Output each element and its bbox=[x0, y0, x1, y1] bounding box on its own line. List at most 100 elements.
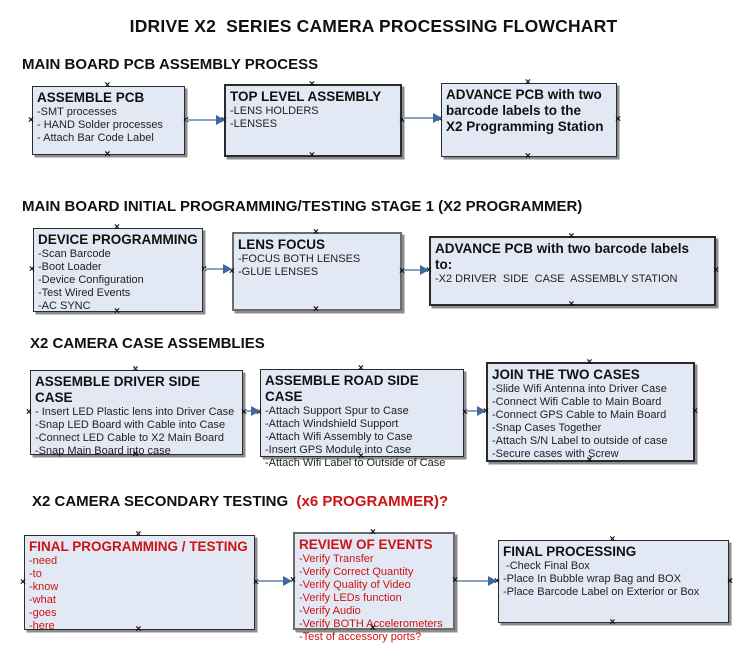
box-title: REVIEW OF EVENTS bbox=[299, 537, 433, 552]
box-title: ASSEMBLE PCB bbox=[37, 90, 145, 105]
box-items: -need-to-know-what-goes-here bbox=[29, 555, 250, 633]
box-item-line: -SMT processes bbox=[37, 106, 117, 118]
flow-box-lens-focus: LENS FOCUS -FOCUS BOTH LENSES-GLUE LENSE… bbox=[229, 228, 405, 315]
box-item-line: -Verify Audio bbox=[299, 605, 361, 617]
box-item-line: -Snap Main Board into case bbox=[35, 445, 171, 457]
box-item-line: - Insert LED Plastic lens into Driver Ca… bbox=[35, 406, 235, 418]
box-item-line: -Test of accessory ports? bbox=[299, 631, 422, 643]
flow-arrow bbox=[403, 113, 442, 123]
box-title: ADVANCE PCB with two barcode labels to t… bbox=[446, 87, 604, 134]
connection-handle-icon: × bbox=[253, 576, 259, 588]
box-items: -Check Final Box-Place In Bubble wrap Ba… bbox=[503, 560, 724, 599]
box-items: - Insert LED Plastic lens into Driver Ca… bbox=[35, 406, 238, 458]
section-header-case-assemblies: X2 CAMERA CASE ASSEMBLIES bbox=[30, 335, 265, 352]
box-item-line: -Test Wired Events bbox=[38, 287, 131, 299]
box-item-line: -Device Configuration bbox=[38, 274, 144, 286]
connection-handle-icon: × bbox=[309, 150, 315, 161]
connection-handle-icon: × bbox=[609, 617, 616, 628]
box-item-line: -know bbox=[29, 581, 59, 593]
box-item-line: -GLUE LENSES bbox=[238, 266, 319, 278]
box-item-line: -to bbox=[29, 568, 42, 580]
section-header-text: MAIN BOARD PCB ASSEMBLY PROCESS bbox=[22, 56, 319, 73]
box-item-line: -Verify Quality of Video bbox=[299, 579, 411, 591]
flow-box-top-level-assembly: TOP LEVEL ASSEMBLY -LENS HOLDERS-LENSES … bbox=[221, 80, 405, 161]
box-items: -Scan Barcode-Boot Loader-Device Configu… bbox=[38, 248, 198, 313]
flow-box-assemble-road-side-case: ASSEMBLE ROAD SIDE CASE -Attach Support … bbox=[256, 364, 468, 470]
flow-arrow bbox=[186, 115, 225, 125]
box-item-line: -Place In Bubble wrap Bag and BOX bbox=[503, 573, 681, 585]
box-item-line: -Verify Correct Quantity bbox=[299, 566, 414, 578]
section-header-text: X2 CAMERA SECONDARY TESTING bbox=[32, 493, 297, 510]
box-item-line: -X2 DRIVER SIDE CASE ASSEMBLY STATION bbox=[435, 273, 678, 285]
flow-arrow bbox=[245, 406, 260, 416]
box-item-line: -Check Final Box bbox=[503, 560, 590, 572]
box-item-line: -Boot Loader bbox=[38, 261, 102, 273]
box-items: -Verify Transfer-Verify Correct Quantity… bbox=[299, 553, 449, 644]
box-item-line: -Attach Wifi Assembly to Case bbox=[265, 431, 413, 443]
box-items: -Slide Wifi Antenna into Driver Case -Con… bbox=[492, 383, 689, 461]
box-item-line: -Attach S/N Label to outside of case bbox=[492, 435, 668, 447]
flow-box-advance-pcb-programming-station: ADVANCE PCB with two barcode labels to t… bbox=[437, 78, 621, 162]
section-header-text: MAIN BOARD INITIAL PROGRAMMING/TESTING S… bbox=[22, 198, 583, 215]
section-header-text: X2 CAMERA CASE ASSEMBLIES bbox=[30, 335, 265, 352]
flow-arrow bbox=[204, 264, 232, 274]
connection-handle-icon: × bbox=[201, 265, 207, 275]
box-item-line: -FOCUS BOTH LENSES bbox=[238, 253, 361, 265]
flow-arrow bbox=[404, 265, 429, 275]
box-item-line: -AC SYNC bbox=[38, 300, 91, 312]
connection-handle-icon: × bbox=[692, 406, 698, 417]
box-item-line: -Scan Barcode bbox=[38, 248, 111, 260]
box-title: JOIN THE TWO CASES bbox=[492, 367, 640, 382]
box-item-line: -Slide Wifi Antenna into Driver Case bbox=[492, 383, 667, 395]
box-title: FINAL PROCESSING bbox=[503, 544, 637, 559]
box-title: LENS FOCUS bbox=[238, 237, 326, 252]
box-item-line: -need bbox=[29, 555, 58, 567]
connection-handle-icon: × bbox=[26, 406, 32, 418]
connection-handle-icon: × bbox=[28, 114, 34, 126]
box-item-line: -Secure cases with Screw bbox=[492, 448, 619, 460]
connection-handle-icon: × bbox=[727, 575, 733, 587]
box-item-line: -Attach Support Spur to Case bbox=[265, 405, 409, 417]
box-item-line: -LENS HOLDERS bbox=[230, 105, 319, 117]
flow-box-device-programming: DEVICE PROGRAMMING -Scan Barcode-Boot Lo… bbox=[29, 223, 207, 317]
connection-handle-icon: × bbox=[104, 149, 111, 160]
box-item-line: -Verify Transfer bbox=[299, 553, 374, 565]
flow-arrow bbox=[257, 576, 292, 586]
box-item-line: -Snap LED Board with Cable into Case bbox=[35, 419, 226, 431]
flow-arrow bbox=[466, 406, 486, 416]
box-title: DEVICE PROGRAMMING bbox=[38, 232, 198, 247]
box-item-line: -Connect GPS Cable to Main Board bbox=[492, 409, 667, 421]
connection-handle-icon: × bbox=[713, 265, 719, 276]
flow-box-join-the-two-cases: JOIN THE TWO CASES -Slide Wifi Antenna i… bbox=[483, 358, 698, 466]
connection-handle-icon: × bbox=[20, 576, 26, 588]
box-items: -FOCUS BOTH LENSES-GLUE LENSES bbox=[238, 253, 396, 279]
flow-box-assemble-pcb: ASSEMBLE PCB -SMT processes- HAND Solder… bbox=[28, 81, 189, 160]
flow-box-review-of-events: REVIEW OF EVENTS -Verify Transfer-Verify… bbox=[290, 528, 458, 644]
box-item-line: - Attach Bar Code Label bbox=[37, 132, 154, 144]
section-header-secondary-testing: X2 CAMERA SECONDARY TESTING (x6 PROGRAMM… bbox=[32, 493, 448, 510]
flow-box-advance-pcb-driver-side-station: ADVANCE PCB with two barcode labels to: … bbox=[426, 232, 719, 310]
box-item-line: -Connect LED Cable to X2 Main Board bbox=[35, 432, 224, 444]
box-item-line: -Attach Windshield Support bbox=[265, 418, 399, 430]
flow-box-final-programming-testing: FINAL PROGRAMMING / TESTING -need-to-kno… bbox=[20, 530, 259, 635]
box-items: -Attach Support Spur to Case-Attach Wind… bbox=[265, 405, 459, 470]
box-item-line: -Snap Cases Together bbox=[492, 422, 602, 434]
box-item-line: -what bbox=[29, 594, 56, 606]
flow-box-assemble-driver-side-case: ASSEMBLE DRIVER SIDE CASE - Insert LED P… bbox=[26, 365, 247, 460]
box-item-line: - HAND Solder processes bbox=[37, 119, 163, 131]
connection-handle-icon: × bbox=[29, 264, 35, 275]
connection-handle-icon: × bbox=[525, 151, 531, 162]
connection-handle-icon: × bbox=[399, 265, 405, 277]
flow-arrow bbox=[457, 576, 497, 586]
box-title: ASSEMBLE DRIVER SIDE CASE bbox=[35, 374, 201, 405]
box-items: -LENS HOLDERS-LENSES bbox=[230, 105, 396, 131]
box-title: TOP LEVEL ASSEMBLY bbox=[230, 89, 382, 104]
connection-handle-icon: × bbox=[568, 299, 575, 310]
box-item-line: -here bbox=[29, 620, 55, 632]
box-title: ADVANCE PCB with two barcode labels to: bbox=[435, 241, 690, 272]
connection-handle-icon: × bbox=[241, 406, 247, 418]
box-item-line: -Attach Wifi Label to Outside of Case bbox=[265, 457, 446, 469]
section-header-red-text: (x6 PROGRAMMER)? bbox=[296, 493, 449, 510]
connection-handle-icon: × bbox=[615, 114, 621, 125]
